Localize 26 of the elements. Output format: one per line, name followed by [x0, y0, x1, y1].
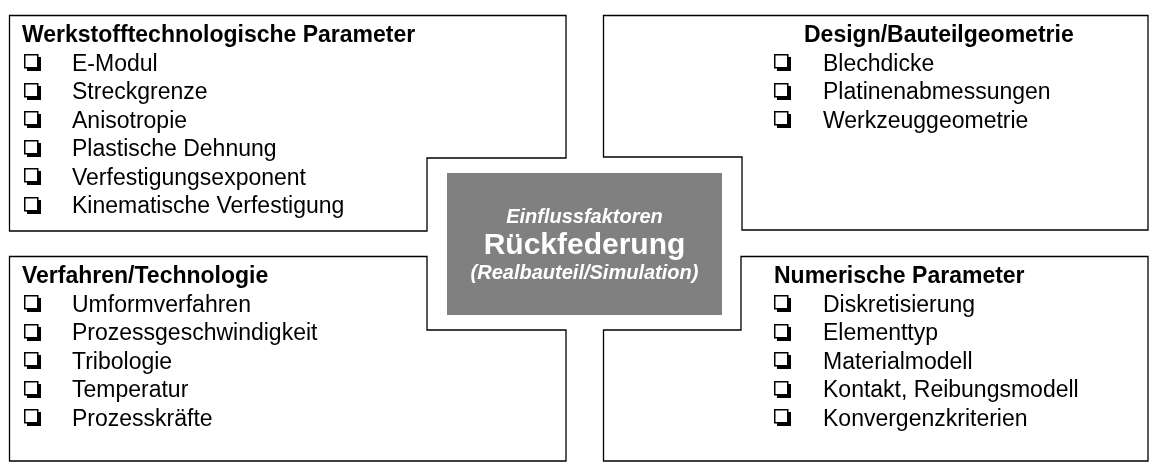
list-item: Verfestigungsexponent	[72, 162, 306, 191]
list-item: Kontakt, Reibungsmodell	[823, 375, 1079, 404]
list-item: Blechdicke	[823, 48, 935, 77]
center-subtitle: (Realbauteil/Simulation)	[470, 260, 699, 284]
list-item: Platinenabmessungen	[823, 77, 1051, 106]
center-title: Rückfederung	[483, 228, 686, 260]
list-item: Prozesskräfte	[72, 403, 213, 432]
panel-heading: Verfahren/Technologie	[22, 261, 270, 290]
list-item: Elementtyp	[823, 318, 939, 347]
panel-heading: Numerische Parameter	[774, 261, 1026, 290]
list-item: Werkzeuggeometrie	[823, 105, 1029, 134]
list-item: Temperatur	[72, 375, 189, 404]
list-item: Konvergenzkriterien	[823, 403, 1028, 432]
list-item: Diskretisierung	[823, 289, 976, 318]
list-item: Prozessgeschwindigkeit	[72, 318, 318, 347]
list-item: Anisotropie	[72, 105, 188, 134]
panel-heading: Werkstofftechnologische Parameter	[22, 20, 416, 49]
center-subtitle: Einflussfaktoren	[506, 204, 663, 228]
list-item: Kinematische Verfestigung	[72, 191, 345, 220]
list-item: Tribologie	[72, 346, 173, 375]
list-item: Umformverfahren	[72, 289, 251, 318]
panel-heading: Design/Bauteilgeometrie	[804, 20, 1074, 49]
list-item: Materialmodell	[823, 346, 973, 375]
list-item: Streckgrenze	[72, 77, 208, 106]
list-item: E-Modul	[72, 48, 158, 77]
list-item: Plastische Dehnung	[72, 134, 277, 163]
